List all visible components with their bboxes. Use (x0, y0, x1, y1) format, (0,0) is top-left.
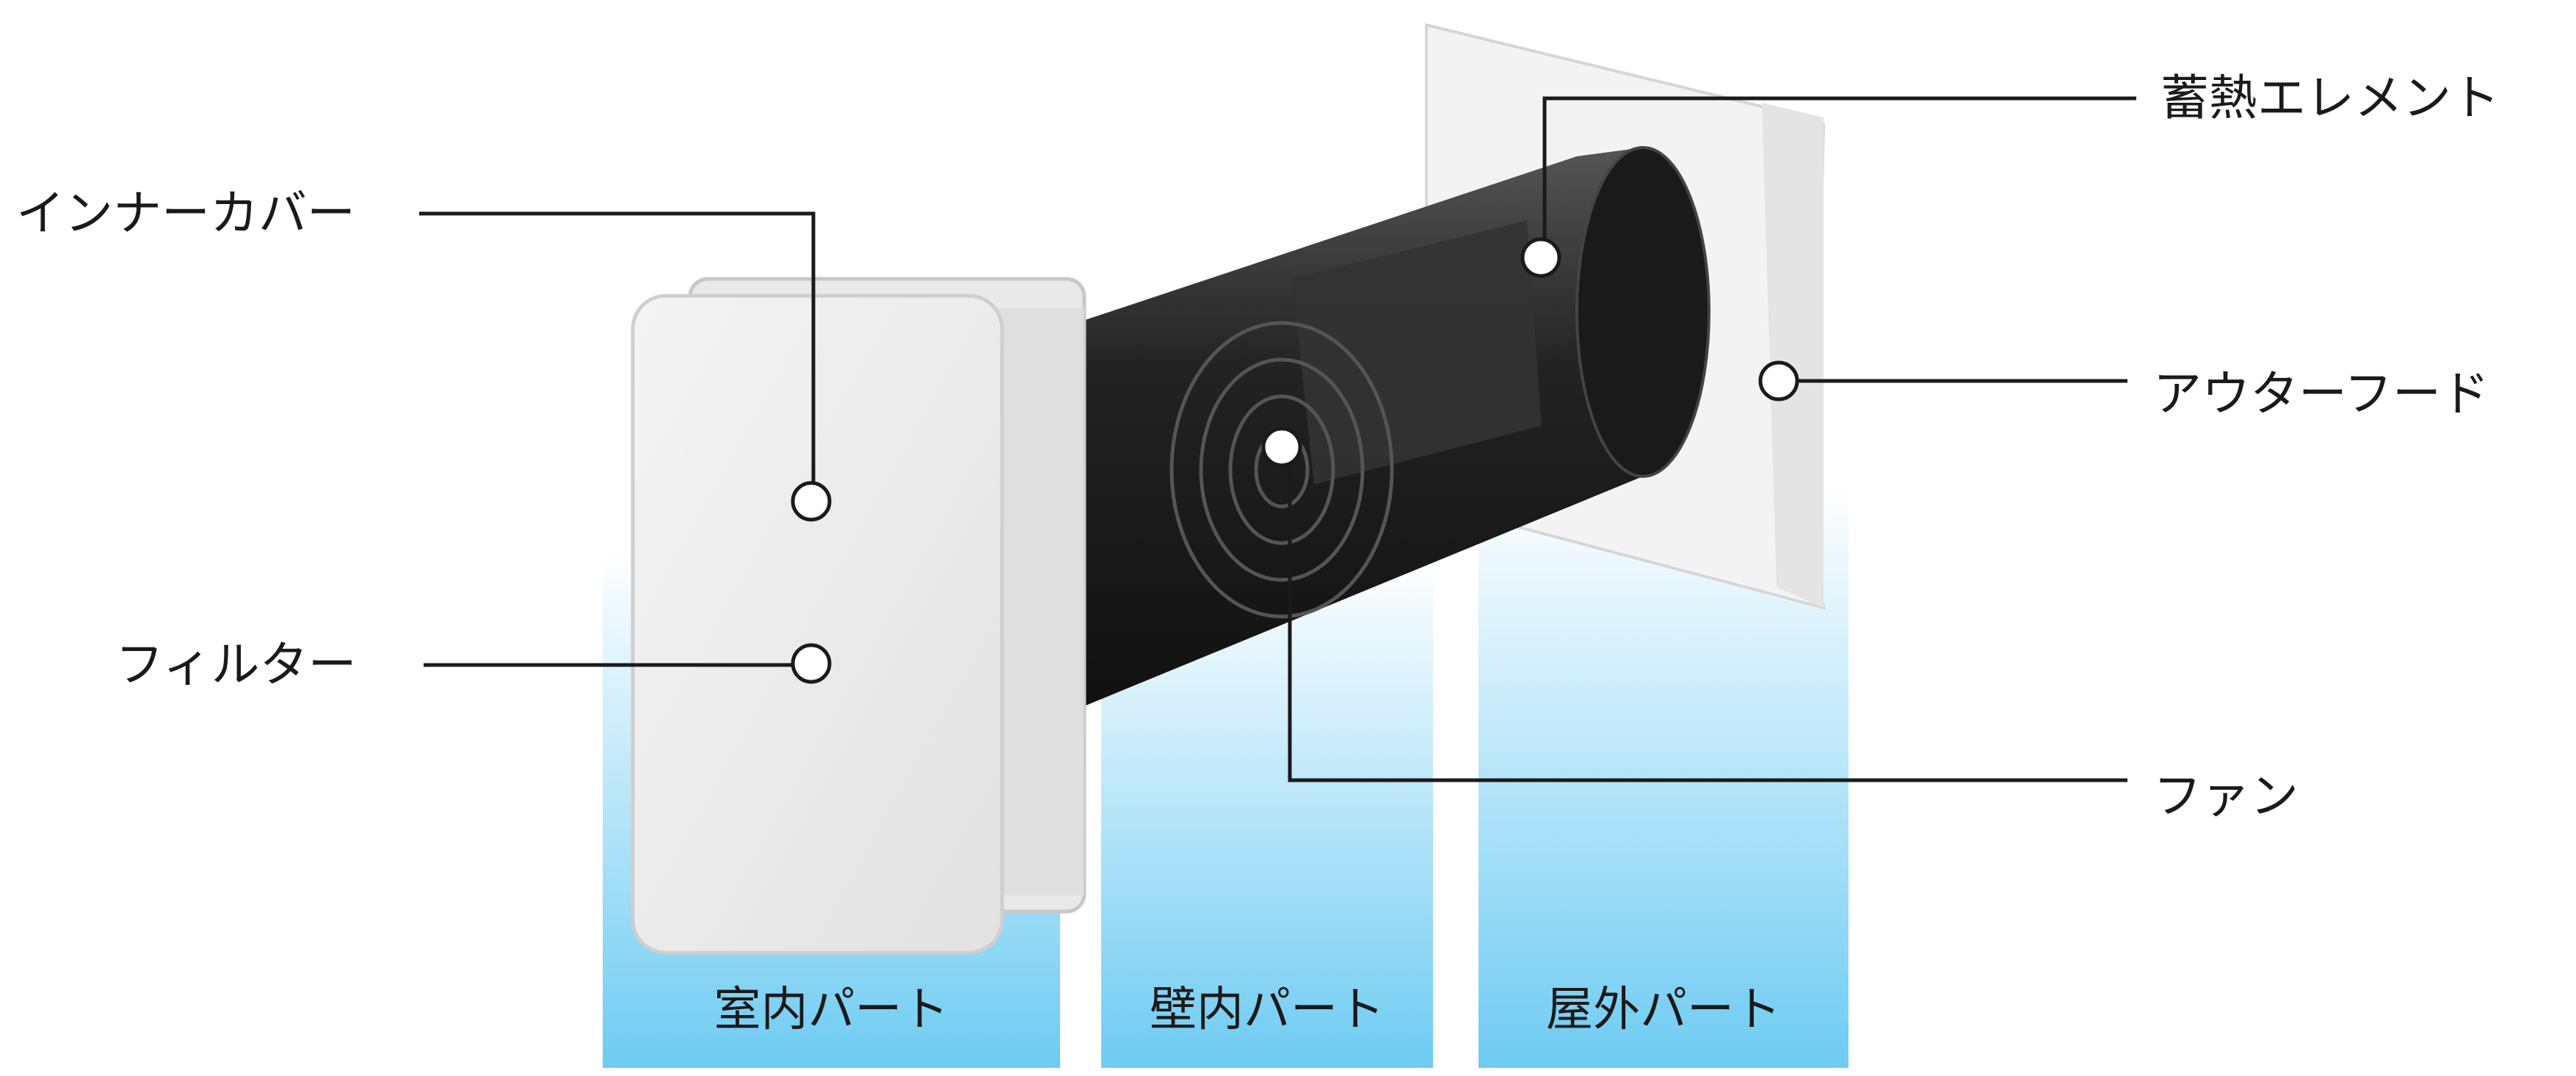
indoor-zone-label: 室内パート (714, 983, 949, 1037)
outer-hood-marker (1758, 360, 1799, 401)
heat-storage-element-label: 蓄熱エレメント (2160, 70, 2500, 126)
outer-hood-label: アウターフード (2153, 366, 2490, 422)
inner-cover-shape (631, 294, 1004, 955)
inner-cover-label: インナーカバー (16, 185, 355, 241)
heat-storage-marker (1520, 237, 1561, 278)
outdoor-zone-label: 屋外パート (1546, 983, 1781, 1037)
heat-storage-leader-line (1542, 96, 2136, 239)
inner-cover-leader-line (419, 211, 816, 483)
fan-leader-line (1288, 467, 2127, 782)
filter-marker (791, 643, 832, 684)
inner-cover-marker (791, 481, 832, 522)
fan-marker (1261, 426, 1302, 468)
fan-label: ファン (2153, 768, 2299, 824)
filter-label: フィルター (115, 636, 357, 693)
ventilation-cylinder (986, 146, 1710, 706)
in-wall-zone-label: 壁内パート (1150, 983, 1385, 1037)
fan-shape (1169, 321, 1394, 619)
